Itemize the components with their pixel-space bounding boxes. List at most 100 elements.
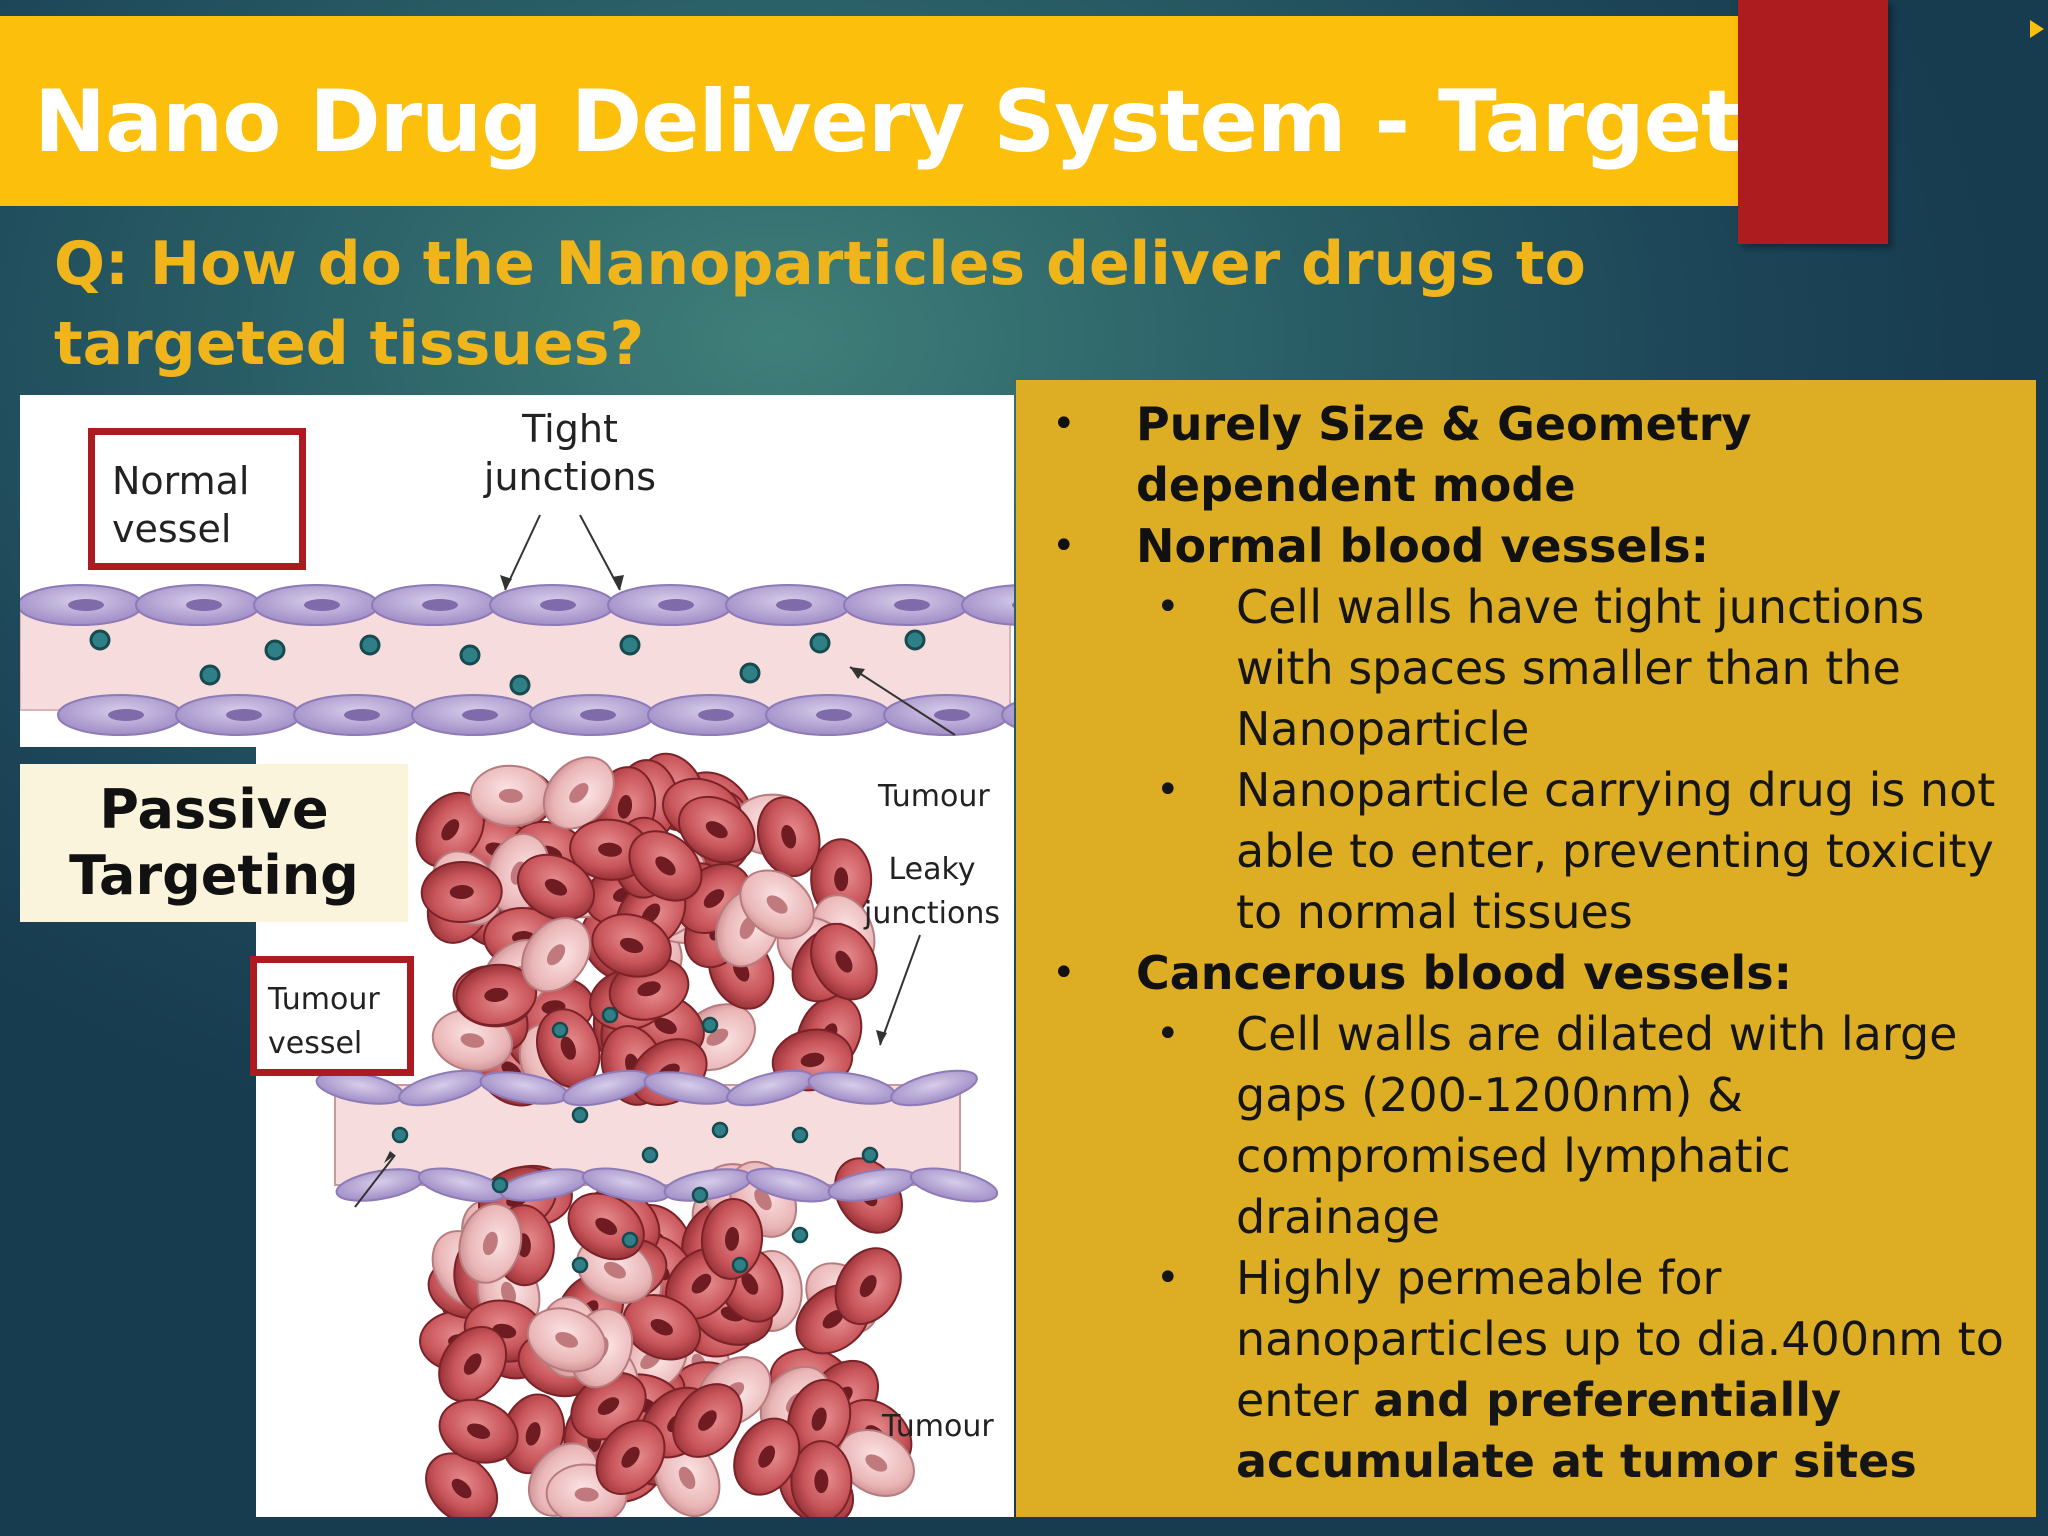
tumour-cell-center [705,821,728,839]
tumour-cell-center [814,1469,829,1494]
endothelial-nucleus [68,599,104,611]
nanoparticle [701,1016,719,1034]
nanoparticle [791,1226,809,1244]
red-accent-tab [1738,0,1888,244]
passive-targeting-line2: Targeting [69,844,359,907]
nanoparticle [571,1256,589,1274]
tumour-cell-center [741,1272,759,1295]
tumour-cell-center [781,824,797,849]
nanoparticle [809,632,831,654]
tumour-cell-center [555,1331,579,1348]
tumour-cell-center [603,1261,626,1279]
tumour-cell-center [834,867,849,892]
bullet-tight-junctions: Cell walls have tight junctions with spa… [1036,577,2006,760]
nanoparticle [791,1126,809,1144]
endothelial-nucleus [1012,602,1014,608]
nanoparticle [861,1146,879,1164]
nanoparticle [571,1106,589,1124]
title-bar: Nano Drug Delivery System - Targeting [0,16,1891,206]
nanoparticle [601,1006,619,1024]
tumour-cell-center [467,1423,491,1439]
bullet-highly-permeable-bold: and preferentially accumulate at tumor s… [1236,1373,1917,1488]
nanoparticle [621,1231,639,1249]
pointer-arrows [354,514,956,1208]
nanoparticle [691,1186,709,1204]
tumour-cell-center [484,987,509,1003]
tumour-cell-center [621,1446,640,1468]
tumour-bottom-label: Tumour [882,1409,994,1444]
tumour-cell-center [754,1188,772,1211]
nanoparticle [264,639,286,661]
tumour-cell-center [595,1217,618,1236]
explanation-panel: Purely Size & Geometry dependent mode No… [1016,380,2036,1517]
tumour-cell-center [546,944,566,966]
tumour-cell-center [724,1226,740,1251]
nanoparticle [641,1146,659,1164]
tumour-cell-center [758,1445,776,1468]
tumour-vessel-label: Tumour vessel [268,982,380,1061]
nanoparticle [731,1256,749,1274]
bullet-not-able-to-enter: Nanoparticle carrying drug is not able t… [1036,760,2006,943]
nanoparticle [359,634,381,656]
tumour-cell-center [498,788,523,803]
tumour-cell-center [691,1273,712,1294]
tumour-cell-center [800,1052,825,1068]
endothelial-nucleus [108,709,144,721]
nanoparticle [551,1021,569,1039]
tumour-cell-center [560,1036,576,1060]
endothelial-nucleus [462,709,498,721]
tumour-cell-center [460,1033,485,1048]
tumour-cell-center [569,782,589,803]
slide-question: Q: How do the Nanoparticles deliver drug… [54,229,1586,379]
passive-targeting-line1: Passive [99,778,329,841]
tumour-cell-center [451,1478,472,1499]
tumour-cell-center [835,950,853,973]
bullet-highly-permeable-text: Highly permeable for nanoparticles up to… [1236,1251,2004,1427]
endothelial-nucleus [776,599,812,611]
tumour-cell-center [865,1454,888,1472]
endothelial-nucleus [698,709,734,721]
nanoparticle [491,1176,509,1194]
nanoparticle [509,674,531,696]
tumour-cell-center [678,1466,696,1490]
tumour-cell-center [654,1017,677,1035]
tumour-cell-center [598,842,623,857]
slide-title: Nano Drug Delivery System - Targeting [34,72,1891,172]
tumour-cell-center [859,1275,877,1298]
tumour-cell-center [544,878,568,896]
tumour-cell-center [597,1397,620,1415]
nanoparticle [459,644,481,666]
bullet-cancerous-vessels: Cancerous blood vessels: [1036,943,2006,1004]
passive-targeting-illustration [20,514,1014,1517]
endothelial-nucleus [422,599,458,611]
tumour-cell-center [766,895,788,914]
nanoparticle [619,634,641,656]
tumour-cell-center [650,1319,673,1336]
nanoparticle [199,664,221,686]
corner-arrow-icon [2030,20,2044,38]
nanoparticle [711,1121,729,1139]
tumour-cell-center [811,1407,827,1431]
normal-vessel-label: Normal vessel [112,459,250,551]
normal-vessel-label-box [88,428,306,570]
nanoparticle [904,629,926,651]
tumour-cell-center [619,937,644,954]
tumour-vessel-label-box [250,956,414,1076]
tumour-cell-center [617,794,633,819]
tumour-cell-center [525,1422,541,1446]
tumour-endothelial-cell [909,1167,999,1203]
tumour-cell-center [655,856,676,876]
leaky-junctions-label: Leaky junctions [864,852,1000,931]
nanoparticle [391,1126,409,1144]
tumour-cell-center [637,981,661,997]
tumour-endothelial-cell [890,1069,978,1107]
nanoparticle [89,629,111,651]
bullet-dilated-walls: Cell walls are dilated with large gaps (… [1036,1004,2006,1248]
tumour-cell-center [463,1353,482,1375]
tumour-cell-center [482,1231,498,1256]
tumour-top-label: Tumour [878,779,990,814]
endothelial-nucleus [934,709,970,721]
endothelial-nucleus [304,599,340,611]
tumour-cell-center [500,1281,516,1306]
endothelial-nucleus [894,599,930,611]
